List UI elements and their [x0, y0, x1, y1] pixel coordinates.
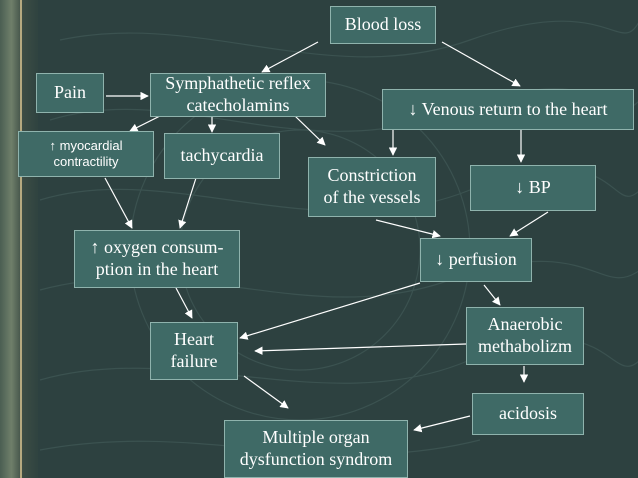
node-myocardial-contractility: ↑ myocardial contractility: [18, 131, 154, 177]
node-multiple-organ-dysfunction: Multiple organ dysfunction syndrom: [224, 420, 408, 478]
node-heart-failure-line-2: failure: [170, 351, 218, 371]
node-sympathetic-line-1: Symphathetic reflex: [165, 73, 311, 94]
arrow-anaerobic-to-heart-failure: [254, 343, 467, 355]
node-pain-text: Pain: [53, 82, 86, 103]
arrow-sympathetic-to-constriction: [294, 115, 326, 146]
node-constriction-line-1: Constriction: [327, 165, 417, 186]
node-heart-failure-line-1: Heart: [174, 329, 214, 350]
node-myocardial-line-2: contractility: [53, 154, 119, 169]
node-blood-loss: Blood loss: [330, 6, 436, 44]
node-multiple-organ-line-2: dysfunction syndrom: [239, 449, 393, 469]
arrow-blood-loss-to-sympathetic: [261, 41, 319, 73]
node-blood-loss-text: Blood loss: [344, 14, 422, 35]
node-heart-failure: Heart failure: [150, 322, 238, 380]
decorative-strip-line: [20, 0, 22, 478]
arrow-tachycardia-to-oxygen: [178, 177, 197, 229]
node-constriction-line-2: of the vessels: [323, 187, 421, 207]
node-anaerobic-line-1: Anaerobic: [487, 314, 563, 335]
node-acidosis-text: acidosis: [499, 403, 557, 424]
arrow-bp-to-perfusion: [509, 211, 549, 237]
decorative-side-strip: [0, 0, 38, 478]
node-myocardial-line-1: ↑ myocardial: [49, 138, 123, 154]
node-pain: Pain: [36, 73, 104, 113]
node-anaerobic-line-2: methabolizm: [478, 336, 572, 356]
node-venous-return-text: ↓ Venous return to the heart: [408, 98, 608, 119]
arrow-perfusion-to-anaerobic: [483, 284, 501, 306]
node-oxygen-line-1: ↑ oxygen consum-: [90, 237, 224, 258]
arrow-myocardial-to-oxygen: [104, 177, 133, 229]
node-perfusion-text: ↓ perfusion: [435, 249, 517, 270]
arrow-oxygen-to-heart-failure: [175, 287, 193, 319]
arrow-constriction-to-perfusion: [375, 219, 441, 239]
arrow-blood-loss-to-venous-return: [441, 41, 521, 87]
node-perfusion: ↓ perfusion: [420, 238, 532, 282]
node-multiple-organ-line-1: Multiple organ: [262, 427, 370, 448]
arrow-sympathetic-to-myocardial: [129, 115, 161, 132]
node-oxygen-consumption: ↑ oxygen consum- ption in the heart: [74, 230, 240, 288]
node-bp: ↓ BP: [470, 165, 596, 211]
arrow-perfusion-to-heart-failure: [239, 282, 421, 340]
node-tachycardia-text: tachycardia: [180, 145, 264, 166]
node-bp-text: ↓ BP: [515, 177, 551, 198]
node-tachycardia: tachycardia: [164, 133, 280, 179]
node-anaerobic-metabolism: Anaerobic methabolizm: [466, 307, 584, 365]
node-sympathetic-reflex: Symphathetic reflex catecholamins: [150, 73, 326, 117]
node-constriction: Constriction of the vessels: [308, 157, 436, 217]
node-sympathetic-line-2: catecholamins: [186, 95, 290, 115]
node-acidosis: acidosis: [472, 393, 584, 435]
node-oxygen-line-2: ption in the heart: [95, 259, 219, 279]
arrow-acidosis-to-multiple-organ: [413, 415, 471, 433]
arrow-heart-failure-to-multiple-organ: [243, 375, 289, 409]
node-venous-return: ↓ Venous return to the heart: [382, 89, 634, 130]
